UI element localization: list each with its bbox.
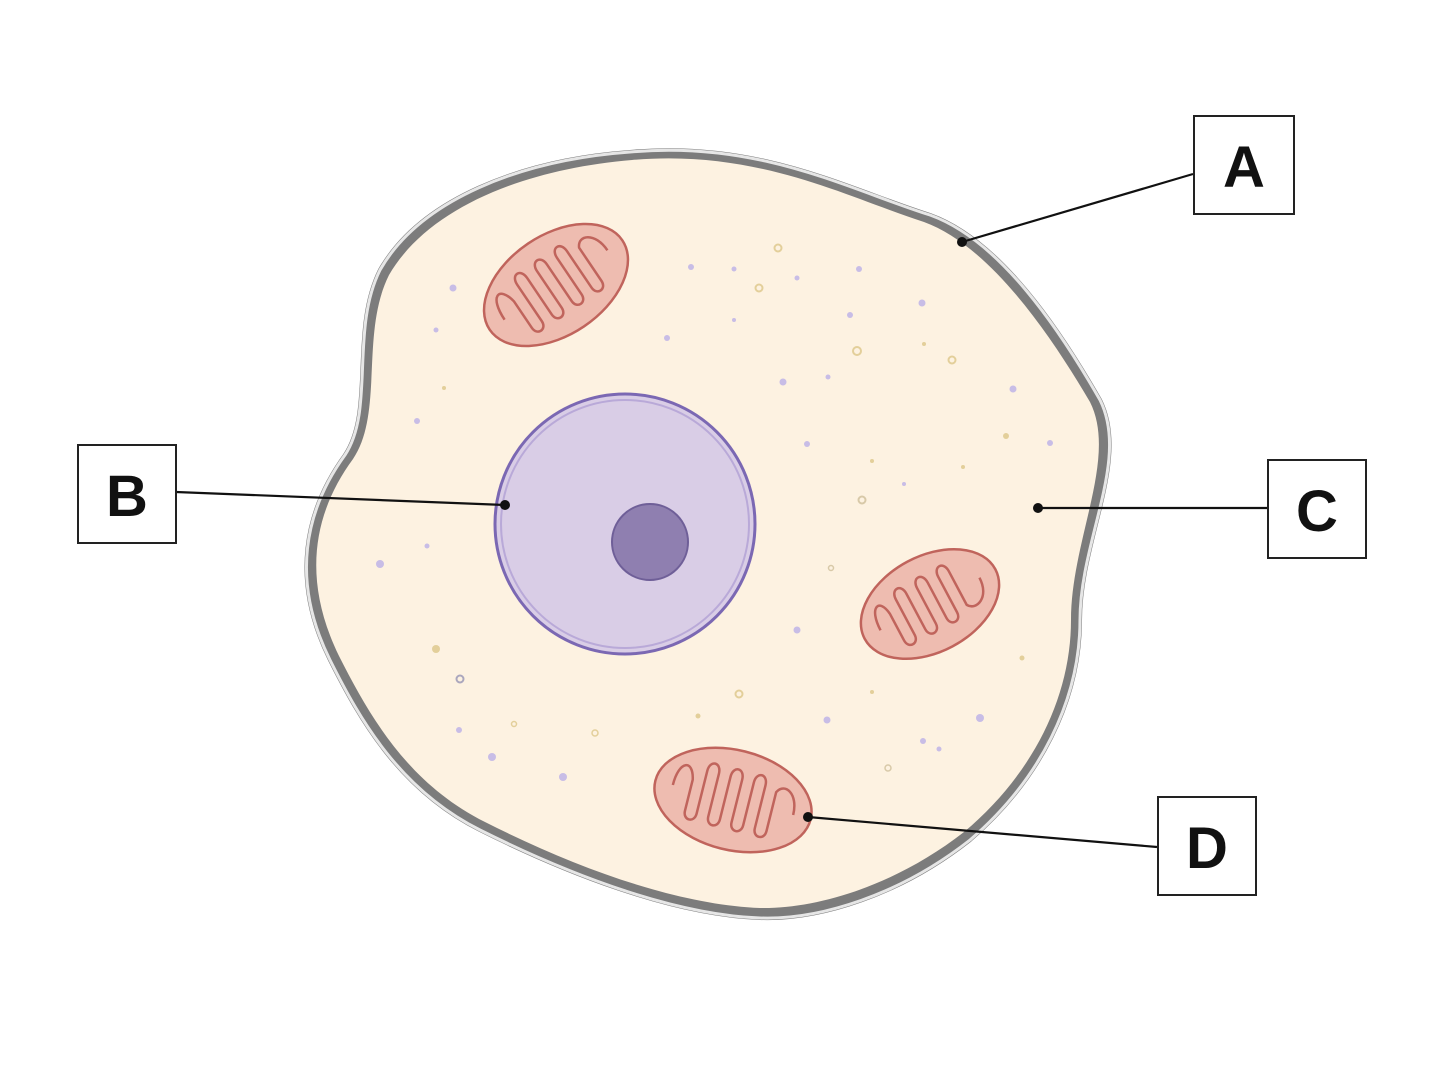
granule <box>773 243 783 253</box>
granule <box>794 275 800 281</box>
granule <box>902 482 906 486</box>
granule <box>870 690 874 694</box>
label-c: C <box>1267 459 1367 559</box>
granule <box>732 318 736 322</box>
granule <box>376 560 384 568</box>
granule <box>976 714 984 722</box>
granule <box>884 764 892 772</box>
granule <box>449 284 457 292</box>
granule <box>695 713 701 719</box>
granule <box>918 299 926 307</box>
granule <box>847 312 853 318</box>
granule <box>922 342 926 346</box>
granule <box>856 266 862 272</box>
granule <box>1019 655 1025 661</box>
label-d-text: D <box>1186 816 1228 881</box>
granule <box>456 727 462 733</box>
label-a-text: A <box>1223 135 1265 200</box>
granule <box>488 753 496 761</box>
granule <box>442 386 446 390</box>
granule <box>414 418 420 424</box>
granule <box>688 264 694 270</box>
label-a: A <box>1193 115 1295 215</box>
leader-line-a <box>961 172 1194 244</box>
leader-dot-b <box>500 500 510 510</box>
cell-membrane-inner <box>305 148 1112 920</box>
granule <box>424 543 430 549</box>
granule <box>734 689 744 699</box>
granule <box>827 564 835 572</box>
leader-dot-a <box>957 237 967 247</box>
granule <box>510 720 518 728</box>
granule <box>804 441 810 447</box>
leader-lines <box>175 172 1267 849</box>
leader-dot-d <box>803 812 813 822</box>
granule <box>664 335 670 341</box>
granule <box>870 459 874 463</box>
granule <box>591 729 599 737</box>
granule <box>857 495 867 505</box>
granule <box>779 378 787 386</box>
granule <box>947 355 957 365</box>
cell <box>304 148 1112 921</box>
granule <box>793 626 801 634</box>
label-c-text: C <box>1296 479 1338 544</box>
leader-line-b <box>175 490 506 507</box>
granule <box>1009 385 1017 393</box>
granule <box>754 283 764 293</box>
leader-dot-c <box>1033 503 1043 513</box>
nucleus <box>493 392 757 656</box>
granule <box>936 746 942 752</box>
label-d: D <box>1157 796 1257 896</box>
granule <box>825 374 831 380</box>
granule <box>961 465 965 469</box>
granule <box>432 645 440 653</box>
leader-line-d <box>807 815 1158 849</box>
label-b: B <box>77 444 177 544</box>
mitochondrion-top <box>482 222 630 348</box>
granule <box>823 716 831 724</box>
granule <box>1003 433 1009 439</box>
granule <box>920 738 926 744</box>
granule <box>731 266 737 272</box>
granule <box>455 674 465 684</box>
label-b-text: B <box>106 464 148 529</box>
granule <box>852 346 862 356</box>
nucleolus <box>611 503 689 581</box>
granule <box>559 773 567 781</box>
granules <box>376 243 1053 781</box>
granule <box>1047 440 1053 446</box>
mitochondrion-bottom <box>653 746 813 854</box>
granule <box>433 327 439 333</box>
mitochondrion-right <box>859 547 1001 661</box>
